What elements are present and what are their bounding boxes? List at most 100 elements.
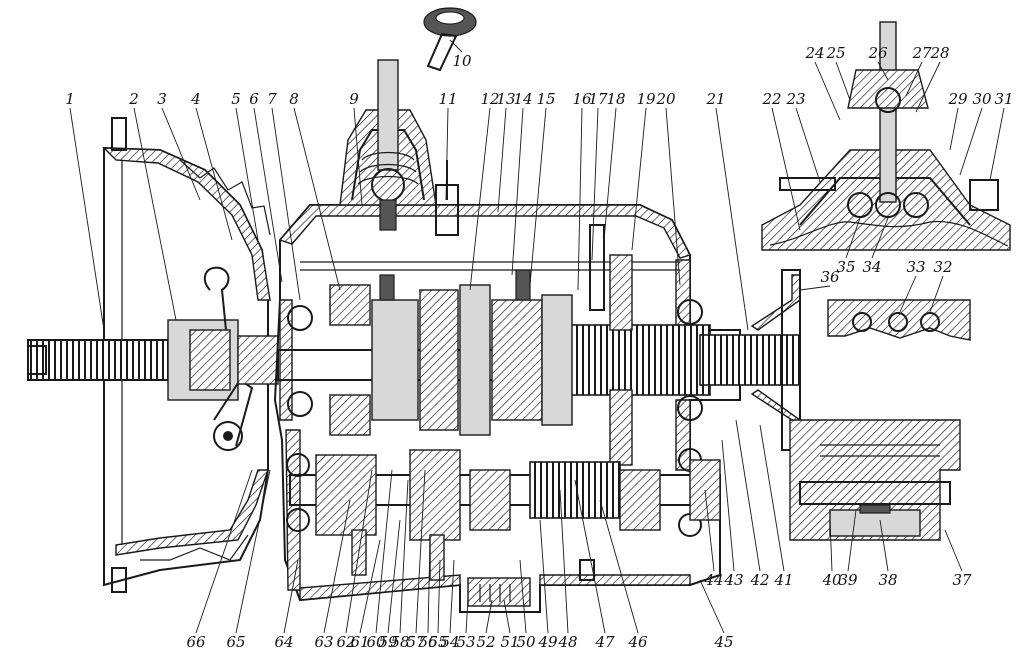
leader-line-42 [735, 419, 761, 572]
leader-line-57 [415, 469, 426, 634]
callout-label-3: 3 [157, 90, 167, 108]
shift-knob [423, 7, 477, 72]
callout-label-58: 58 [390, 633, 409, 651]
callout-label-38: 38 [878, 571, 897, 589]
callout-label-39: 39 [838, 571, 858, 589]
callout-label-33: 33 [906, 258, 925, 276]
callout-label-28: 28 [929, 44, 949, 62]
callout-label-48: 48 [557, 633, 577, 651]
leader-line-48 [559, 489, 569, 634]
callout-label-18: 18 [606, 90, 625, 108]
leader-line-46 [599, 499, 639, 634]
callout-label-11: 11 [438, 90, 457, 108]
leader-line-39 [847, 509, 857, 572]
callout-label-45: 45 [713, 633, 733, 651]
leader-line-25 [835, 61, 851, 101]
leader-line-16 [577, 107, 583, 291]
leader-line-5 [235, 107, 259, 241]
callout-label-35: 35 [836, 258, 855, 276]
leader-line-18 [603, 107, 617, 241]
callout-label-36: 36 [820, 268, 840, 286]
callout-label-44: 44 [703, 571, 723, 589]
callout-label-19: 19 [636, 90, 656, 108]
callout-label-21: 21 [705, 90, 725, 108]
leader-line-52 [485, 599, 493, 634]
leader-line-24 [814, 61, 841, 121]
leader-line-49 [539, 519, 549, 634]
callout-label-25: 25 [825, 44, 845, 62]
leader-line-17 [591, 107, 599, 261]
callout-label-53: 53 [456, 633, 475, 651]
callout-label-65: 65 [226, 633, 245, 651]
callout-label-1: 1 [65, 90, 75, 108]
callout-label-6: 6 [249, 90, 259, 108]
leader-line-54 [449, 559, 455, 634]
callout-label-60: 60 [366, 633, 386, 651]
leader-line-63 [323, 499, 351, 634]
callout-label-2: 2 [128, 90, 139, 108]
leader-line-41 [759, 424, 785, 572]
leader-line-10 [449, 39, 463, 53]
shift-tower [339, 59, 459, 236]
leader-line-61 [359, 539, 381, 634]
callout-label-22: 22 [761, 90, 781, 108]
callout-label-20: 20 [655, 90, 676, 108]
callout-leaders [69, 39, 1005, 634]
leader-line-15 [529, 107, 547, 286]
leader-line-34 [871, 217, 889, 259]
callout-label-47: 47 [594, 633, 615, 651]
callout-label-49: 49 [537, 633, 558, 651]
callout-label-13: 13 [496, 90, 515, 108]
callout-label-54: 54 [440, 633, 459, 651]
leader-line-14 [511, 107, 524, 276]
callout-label-37: 37 [952, 571, 972, 589]
callout-label-66: 66 [186, 633, 206, 651]
leader-line-30 [959, 107, 983, 176]
leader-line-59 [387, 519, 401, 634]
leader-line-31 [989, 107, 1005, 181]
leader-line-53 [465, 597, 469, 634]
callout-label-29: 29 [947, 90, 968, 108]
callout-label-51: 51 [500, 633, 519, 651]
callout-label-34: 34 [862, 258, 881, 276]
callout-label-15: 15 [536, 90, 555, 108]
callout-label-5: 5 [231, 90, 241, 108]
leader-line-37 [944, 529, 963, 572]
leader-line-32 [929, 275, 944, 313]
callout-label-42: 42 [749, 571, 769, 589]
leader-line-9 [353, 107, 363, 206]
callout-label-55: 55 [428, 633, 447, 651]
callout-label-32: 32 [933, 258, 952, 276]
callout-label-52: 52 [476, 633, 495, 651]
callout-label-63: 63 [314, 633, 333, 651]
leader-line-7 [271, 107, 301, 301]
leader-line-19 [631, 107, 647, 251]
leader-line-51 [503, 599, 511, 634]
callout-label-62: 62 [336, 633, 355, 651]
leader-line-3 [161, 107, 201, 201]
callout-label-9: 9 [349, 90, 359, 108]
input-shaft [27, 266, 279, 451]
leader-line-40 [829, 519, 833, 572]
callout-label-46: 46 [627, 633, 648, 651]
detail-synchronizer [789, 419, 961, 541]
callout-label-50: 50 [516, 633, 536, 651]
detail-lock-balls [827, 299, 971, 341]
leader-line-58 [399, 479, 409, 634]
callout-label-30: 30 [972, 90, 992, 108]
callout-label-10: 10 [452, 52, 472, 70]
leader-line-47 [574, 479, 606, 634]
leader-line-29 [949, 107, 959, 151]
gearbox-housing [273, 204, 741, 613]
callout-label-17: 17 [588, 90, 608, 108]
callout-label-59: 59 [378, 633, 398, 651]
leader-line-33 [899, 275, 917, 313]
leader-line-44 [704, 489, 715, 572]
callout-label-23: 23 [785, 90, 805, 108]
callout-label-41: 41 [773, 571, 793, 589]
leader-line-36 [799, 285, 831, 291]
callout-label-16: 16 [572, 90, 592, 108]
leader-line-4 [195, 107, 233, 241]
leader-line-38 [879, 519, 889, 572]
